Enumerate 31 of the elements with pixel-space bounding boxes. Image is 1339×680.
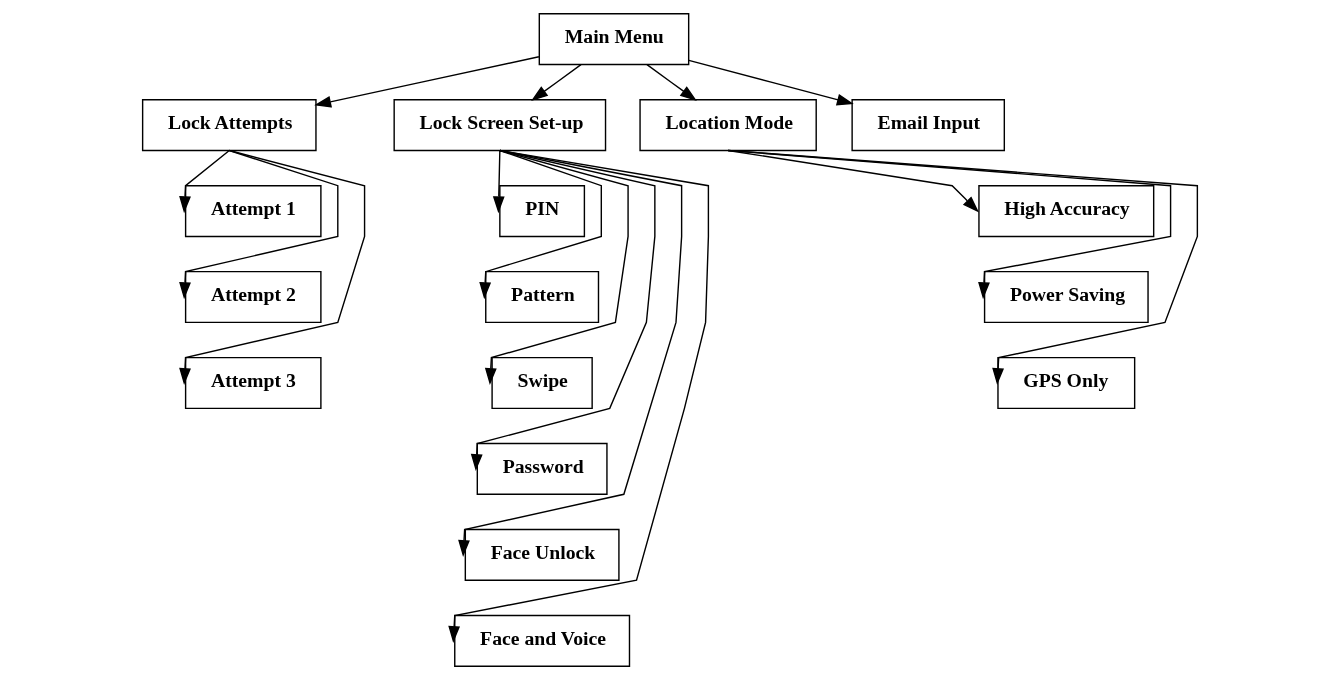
arrow — [687, 59, 854, 106]
arrow — [478, 149, 602, 300]
node-box: Pattern — [484, 270, 599, 324]
node-box: High Accuracy — [977, 185, 1154, 238]
node-box: Swipe — [490, 356, 593, 410]
arrow — [470, 149, 656, 472]
arrow — [457, 149, 682, 557]
arrow — [313, 56, 540, 108]
arrow — [645, 63, 697, 101]
node-box: Email Input — [850, 99, 1005, 152]
node-box: Attempt 1 — [184, 185, 322, 238]
node-box: Password — [476, 442, 608, 495]
node-box: Main Menu — [538, 13, 689, 66]
arrow — [726, 149, 1198, 386]
node-box: Location Mode — [638, 99, 817, 152]
node-box: Face Unlock — [464, 528, 620, 581]
node-box: Attempt 3 — [184, 356, 322, 410]
arrow — [492, 149, 505, 214]
arrow — [178, 149, 230, 214]
node-box: Lock Screen Set-up — [392, 99, 606, 152]
node-box: Attempt 2 — [184, 270, 322, 324]
node-box: Face and Voice — [453, 614, 630, 667]
arrow — [178, 149, 338, 300]
node-box: GPS Only — [996, 356, 1135, 410]
arrow — [484, 149, 629, 386]
node-box: Lock Attempts — [141, 99, 317, 152]
arrow — [178, 149, 365, 386]
node-box: Power Saving — [983, 270, 1149, 324]
arrow — [447, 149, 709, 643]
node-box: PIN — [498, 185, 585, 238]
arrow — [530, 63, 582, 101]
